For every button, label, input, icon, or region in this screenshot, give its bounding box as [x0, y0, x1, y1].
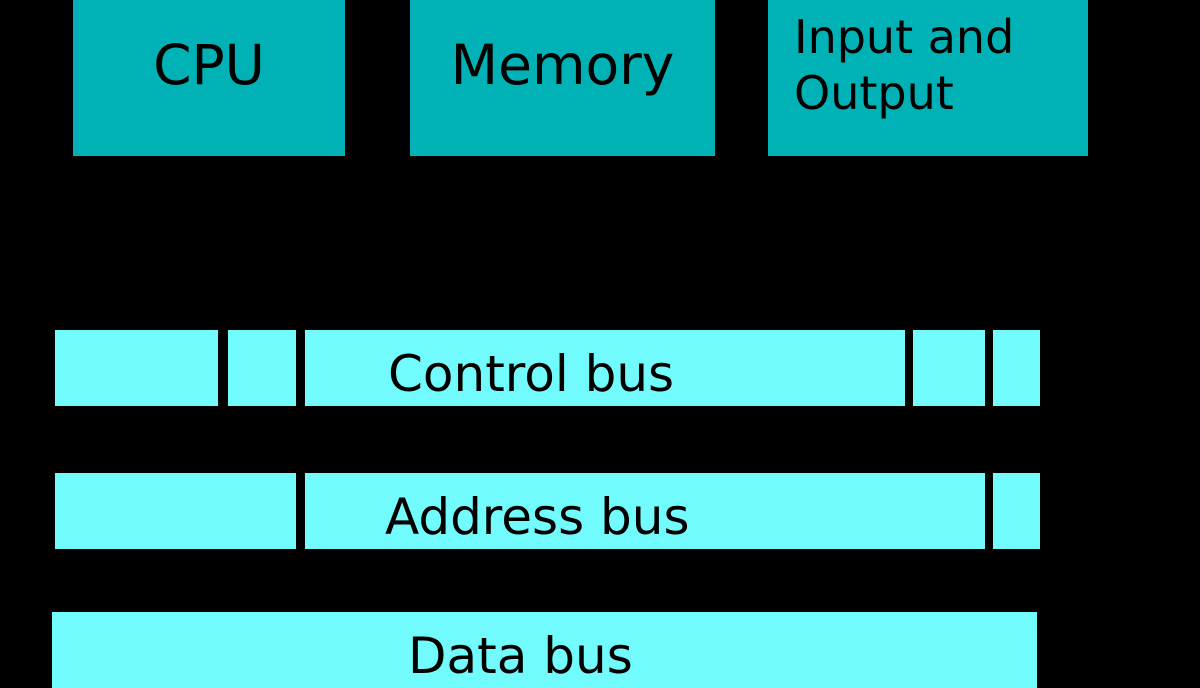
- bus-segment: [228, 330, 296, 406]
- bus-segment: [305, 473, 985, 549]
- bus-segment: [55, 330, 218, 406]
- bus-control: Control bus: [0, 330, 1200, 406]
- bus-segment: [993, 330, 1040, 406]
- component-label-memory: Memory: [450, 33, 675, 98]
- component-box-cpu: CPU: [73, 0, 345, 156]
- bus-segment: [305, 330, 905, 406]
- bus-data: Data bus: [0, 612, 1200, 688]
- bus-address: Address bus: [0, 473, 1200, 549]
- bus-segment: [913, 330, 985, 406]
- component-box-memory: Memory: [410, 0, 715, 156]
- component-box-input-output: Input and Output: [768, 0, 1088, 156]
- component-label-cpu: CPU: [153, 33, 265, 98]
- bus-segment: [993, 473, 1040, 549]
- component-label-input-output: Input and Output: [794, 9, 1015, 120]
- bus-segment: [55, 473, 296, 549]
- bus-segment: [52, 612, 1037, 688]
